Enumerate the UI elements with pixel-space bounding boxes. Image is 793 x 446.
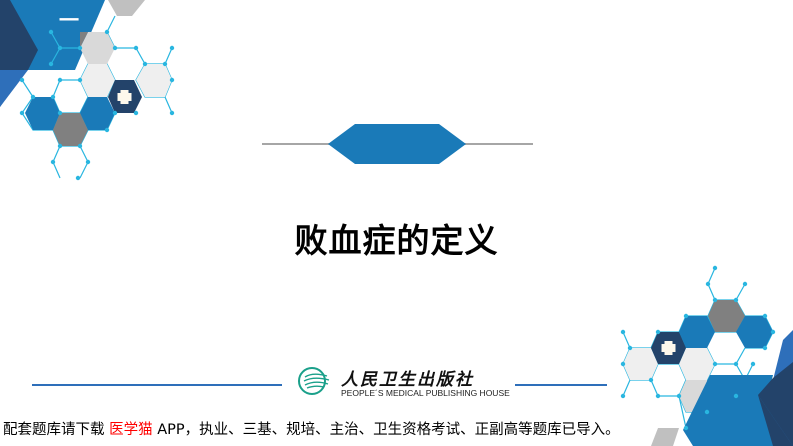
section-number: 一 bbox=[59, 8, 79, 32]
footer-line-left bbox=[32, 384, 282, 386]
footer-notice: 配套题库请下载 医学猫 APP，执业、三基、规培、主治、卫生资格考试、正副高等题… bbox=[3, 418, 620, 439]
divider-line-right bbox=[462, 143, 533, 145]
medical-cross-icon bbox=[661, 341, 676, 355]
divider-line-left bbox=[262, 143, 332, 145]
footer-prefix: 配套题库请下载 bbox=[3, 422, 105, 438]
footer-suffix: APP，执业、三基、规培、主治、卫生资格考试、正副高等题库已导入。 bbox=[152, 422, 620, 438]
section-number-badge bbox=[328, 124, 466, 164]
medical-cross-icon bbox=[117, 90, 132, 104]
app-name-link[interactable]: 医学猫 bbox=[109, 422, 153, 438]
bottom-right-hexagon-decoration bbox=[620, 265, 793, 446]
publisher-name-en: PEOPLE´S MEDICAL PUBLISHING HOUSE bbox=[341, 388, 510, 398]
publisher-logo-icon bbox=[298, 367, 330, 395]
footer-line-right bbox=[515, 384, 607, 386]
top-left-hexagon-decoration bbox=[0, 0, 175, 181]
page-title: 败血症的定义 bbox=[294, 221, 499, 260]
publisher-name-cn: 人民卫生出版社 bbox=[341, 370, 474, 390]
